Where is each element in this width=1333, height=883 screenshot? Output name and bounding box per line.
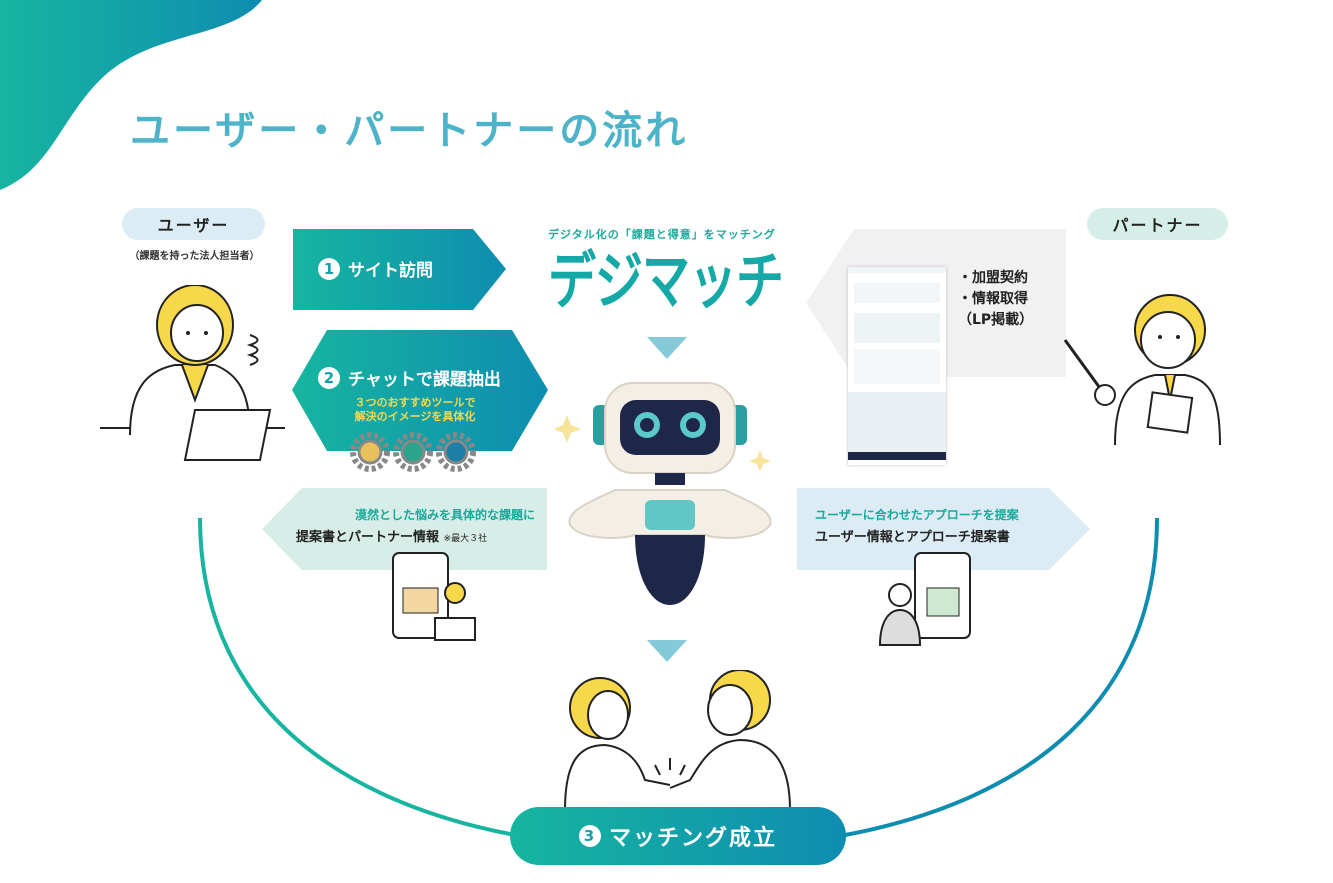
step-1-label[interactable]: 1 サイト訪問: [318, 256, 433, 281]
left-callout-main: 提案書とパートナー情報 ※最大３社: [296, 526, 487, 545]
decorative-blob: [0, 0, 262, 190]
step-number: 3: [578, 825, 601, 847]
page-title: ユーザー・パートナーの流れ: [130, 108, 689, 154]
bullet-item: ・情報取得: [958, 291, 1028, 307]
user-label: ユーザー: [122, 208, 265, 240]
tool-gear-icons: [350, 432, 476, 472]
left-callout-highlight: 漠然とした悩みを具体的な課題に: [354, 508, 535, 522]
step-text: マッチング成立: [608, 826, 777, 851]
note-line: ３つのおすすめツールで: [354, 396, 476, 409]
down-arrow-icon: [647, 337, 687, 359]
user-subtitle: （課題を持った法人担当者）: [129, 251, 260, 262]
landing-page-thumbnail: [848, 267, 946, 465]
user-illustration: [100, 285, 285, 461]
proposal-document-illustration: [392, 552, 476, 641]
partner-label: パートナー: [1087, 208, 1228, 240]
step-3-matching[interactable]: 3 マッチング成立: [510, 807, 846, 865]
note-line: 解決のイメージを具体化: [354, 410, 476, 423]
partner-bullets: ・加盟契約 ・情報取得 （LP掲載）: [958, 268, 1033, 331]
bullet-item: （LP掲載）: [958, 312, 1034, 328]
callout-main-text: 提案書とパートナー情報: [296, 530, 440, 545]
step-1-arrow: [293, 229, 506, 310]
robot-illustration: [555, 382, 772, 605]
step-number: 1: [318, 257, 340, 280]
brand-tagline: デジタル化の「課題と得意」をマッチング: [548, 228, 776, 241]
partner-illustration: [1063, 294, 1221, 445]
approach-document-illustration: [878, 552, 971, 646]
bullet-item: ・加盟契約: [958, 270, 1028, 286]
right-callout-main: ユーザー情報とアプローチ提案書: [815, 530, 1010, 545]
step-number: 2: [318, 366, 340, 389]
step-text: チャットで課題抽出: [348, 370, 501, 390]
right-callout-highlight: ユーザーに合わせたアプローチを提案: [815, 508, 1019, 522]
step-text: サイト訪問: [348, 261, 433, 281]
step-2-note: ３つのおすすめツールで解決のイメージを具体化: [340, 396, 490, 424]
gear-icon: [393, 432, 433, 472]
step-2-label[interactable]: 2 チャットで課題抽出: [318, 365, 501, 390]
handshake-illustration: [564, 670, 791, 810]
gear-icon: [436, 432, 476, 472]
down-arrow-icon: [647, 640, 687, 662]
gear-icon: [350, 432, 390, 472]
brand-logo: デジマッチ: [548, 245, 784, 319]
callout-note: ※最大３社: [443, 534, 488, 544]
step-2-hexagon: [292, 330, 548, 451]
